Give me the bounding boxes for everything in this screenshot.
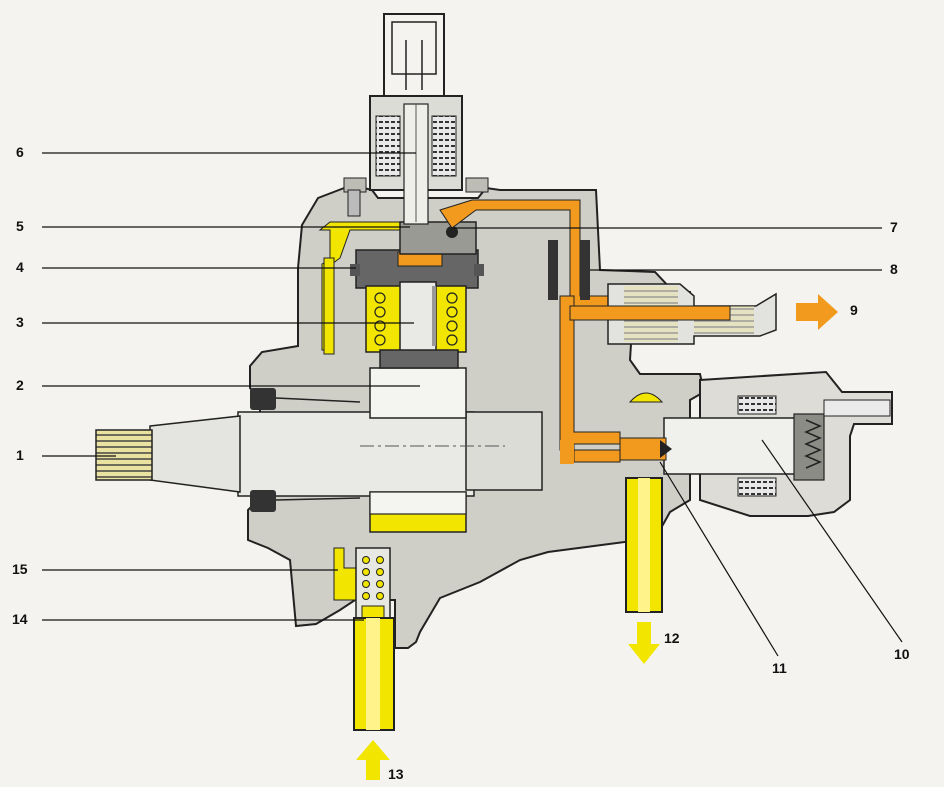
control-valve-coil-lower — [737, 477, 777, 497]
rail-outlet-bore — [569, 305, 731, 321]
shaft-seal-lower — [250, 490, 276, 512]
callout-9: 9 — [850, 302, 858, 318]
arrow-return-out — [628, 622, 660, 664]
outlet-valve-ball — [446, 226, 458, 238]
drive-shaft-thread — [95, 429, 153, 481]
piston-return-spring — [374, 292, 458, 346]
piston-foot — [379, 349, 459, 369]
callout-12: 12 — [664, 630, 680, 646]
callout-11: 11 — [772, 660, 787, 676]
camshaft-bore — [237, 411, 475, 497]
control-valve-coil-upper — [737, 395, 777, 415]
arrow-fuel-in — [356, 740, 390, 780]
callout-2: 2 — [16, 377, 24, 393]
callout-14: 14 — [12, 611, 28, 627]
callout-10: 10 — [894, 646, 910, 662]
control-valve-tip — [619, 437, 667, 461]
metering-unit-connector — [383, 13, 445, 99]
pump-piston — [399, 281, 437, 353]
overflow-valve-spring — [362, 556, 384, 600]
arrow-high-pressure-out — [796, 294, 838, 330]
callout-4: 4 — [16, 259, 24, 275]
control-valve-spring — [804, 419, 822, 469]
metering-unit-coil-right — [431, 115, 457, 177]
eccentric-cam-upper — [369, 367, 467, 419]
drive-shaft-taper — [149, 415, 241, 493]
callout-3: 3 — [16, 314, 24, 330]
callout-7: 7 — [890, 219, 898, 235]
callout-5: 5 — [16, 218, 24, 234]
metering-unit-coil-left — [375, 115, 401, 177]
leader-lines — [42, 152, 903, 657]
control-valve-armature — [663, 417, 809, 475]
callout-13: 13 — [388, 766, 404, 782]
callout-15: 15 — [12, 561, 28, 577]
callout-8: 8 — [890, 261, 898, 277]
fitting-seal-top — [548, 240, 558, 300]
callout-6: 6 — [16, 144, 24, 160]
callout-1: 1 — [16, 447, 24, 463]
shaft-seal-upper — [250, 388, 276, 410]
mounting-bolt — [347, 189, 361, 217]
